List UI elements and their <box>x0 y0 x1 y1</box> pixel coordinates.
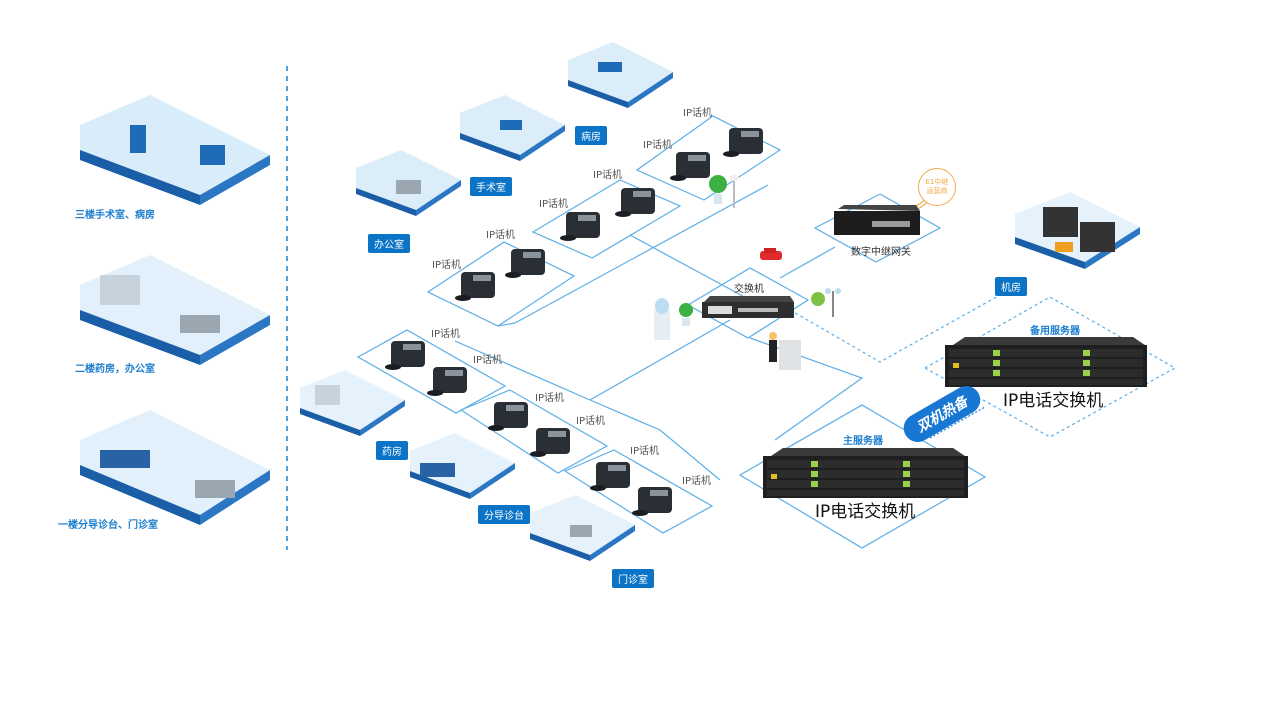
backup-server-icon <box>945 337 1147 387</box>
surgery-badge: 手术室 <box>470 177 512 196</box>
phone-label: IP话机 <box>432 260 461 271</box>
office-illustration <box>356 150 461 228</box>
ip-phone-icon <box>590 462 630 491</box>
phone-zone-3 <box>635 115 782 201</box>
phone-label: IP话机 <box>486 230 515 241</box>
phone-label: IP话机 <box>643 140 672 151</box>
phone-label: IP话机 <box>535 393 564 404</box>
switch-zone <box>686 267 810 339</box>
gateway-label: 数字中继网关 <box>851 247 911 258</box>
surgery-illustration <box>460 95 565 173</box>
server-room-illustration <box>1015 192 1140 282</box>
ip-phone-icon <box>615 188 655 217</box>
main-server-label: IP电话交换机 <box>815 502 916 522</box>
ip-phone-icon <box>530 428 570 457</box>
ip-phone-icon <box>632 487 672 516</box>
ip-phone-icon <box>488 402 528 431</box>
phone-label: IP话机 <box>630 446 659 457</box>
phone-label: IP话机 <box>683 108 712 119</box>
pharmacy-illustration <box>300 370 405 445</box>
phone-label: IP话机 <box>473 355 502 366</box>
e1-trunk-badge: E1中继运营商 <box>918 168 956 206</box>
main-server-zone <box>738 404 987 549</box>
printer-person-icon <box>769 332 801 370</box>
backup-server-label: IP电话交换机 <box>1003 391 1104 411</box>
phone-zone-4 <box>356 329 507 414</box>
floor-3-illustration <box>80 95 270 215</box>
e1-trunk-line2: 运营商 <box>926 187 948 195</box>
ip-phone-icon <box>385 341 425 370</box>
phone-zone-5 <box>459 389 609 474</box>
switch-label: 交换机 <box>734 284 764 295</box>
floor-3-label: 三楼手术室、病房 <box>75 210 155 221</box>
water-dispenser-icon <box>654 298 693 340</box>
trunk-gateway-icon <box>834 205 920 235</box>
phone-zone-6 <box>563 449 714 534</box>
floor-2-illustration <box>80 255 270 375</box>
triage-badge: 分导诊台 <box>478 505 530 524</box>
ip-phone-icon <box>670 152 710 181</box>
main-server-title: 主服务器 <box>843 436 883 447</box>
ip-phone-icon <box>455 272 495 301</box>
ip-phone-icon <box>723 128 763 157</box>
backup-server-title: 备用服务器 <box>1030 326 1080 337</box>
tree-lamp-icon <box>811 288 841 317</box>
phone-label: IP话机 <box>431 329 460 340</box>
phone-zone-2 <box>531 179 682 259</box>
phone-label: IP话机 <box>576 416 605 427</box>
ward-illustration <box>568 42 673 120</box>
phone-zone-1 <box>426 241 576 327</box>
floor-1-label: 一楼分导诊台、门诊室 <box>58 520 158 531</box>
office-badge: 办公室 <box>368 234 410 253</box>
plant-icon <box>709 175 739 208</box>
ip-phone-icon <box>427 367 467 396</box>
pharmacy-badge: 药房 <box>376 441 408 460</box>
phone-label: IP话机 <box>682 476 711 487</box>
floor-1-illustration <box>80 410 270 535</box>
main-server-icon <box>763 448 968 498</box>
clinic-illustration <box>530 495 635 570</box>
triage-illustration <box>410 433 515 508</box>
floor-2-label: 二楼药房，办公室 <box>75 364 155 375</box>
phone-label: IP话机 <box>593 170 622 181</box>
ip-phone-icon <box>560 212 600 241</box>
phone-label: IP话机 <box>539 199 568 210</box>
e1-trunk-line1: E1中继 <box>925 178 949 186</box>
car-icon <box>760 248 782 260</box>
clinic-badge: 门诊室 <box>612 569 654 588</box>
network-switch-icon <box>702 296 794 318</box>
ward-badge: 病房 <box>575 126 607 145</box>
server-room-badge: 机房 <box>995 277 1027 296</box>
ip-phone-icon <box>505 249 545 278</box>
